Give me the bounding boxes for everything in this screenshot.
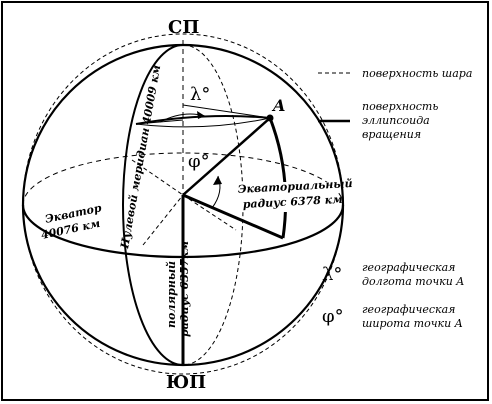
legend-latitude-desc-line2: широта точки A: [362, 317, 463, 330]
equatorial-radius-label-line2: радиус 6378 км: [242, 193, 342, 211]
equatorial-radius-label-line1: Экваториальный: [237, 177, 352, 196]
legend-ellipsoid-line1: поверхность: [362, 100, 438, 113]
point-a-marker: [266, 114, 274, 122]
meridian-front: [122, 44, 184, 366]
parallel-back: [135, 117, 271, 128]
polar-radius-label-line1: полярный: [165, 261, 178, 328]
legend-longitude-symbol: λ°: [322, 264, 342, 285]
south-pole-label: ЮП: [166, 372, 206, 393]
legend-longitude-desc-line1: географическая: [362, 261, 455, 274]
equator-plane-line-2: [182, 194, 237, 231]
legend-latitude-desc-line1: географическая: [362, 303, 455, 316]
legend-ellipsoid-line3: вращения: [362, 128, 421, 141]
center-to-a-line: [182, 117, 271, 196]
north-pole-label: СП: [168, 17, 199, 38]
longitude-angle-label: λ°: [190, 84, 210, 105]
parallel-of-a: [135, 115, 271, 125]
legend-latitude-symbol: φ°: [322, 306, 344, 327]
equatorial-radius-label-bg: [234, 182, 338, 212]
longitude-arc-arrowhead: [197, 111, 205, 119]
equator-back: [22, 152, 344, 206]
equator-plane-line-3: [142, 194, 184, 246]
meridian-of-a: [268, 117, 288, 239]
legend-longitude-desc-line2: долгота точки A: [362, 275, 464, 288]
equator-plane-line-1: [131, 159, 184, 196]
axis-to-parallel: [135, 119, 184, 125]
point-a-label: A: [271, 96, 285, 115]
latitude-angle-label: φ°: [188, 151, 210, 172]
legend-sphere-label: поверхность шара: [362, 67, 472, 80]
polar-radius-label-line2: радиус 6357км: [178, 241, 191, 337]
parallel-radius: [182, 104, 271, 119]
equatorial-radius-line: [182, 193, 284, 240]
legend-ellipsoid-line2: эллипсоида: [362, 114, 430, 127]
latitude-arc-arrowhead: [213, 176, 222, 185]
meridian-back: [182, 44, 244, 366]
